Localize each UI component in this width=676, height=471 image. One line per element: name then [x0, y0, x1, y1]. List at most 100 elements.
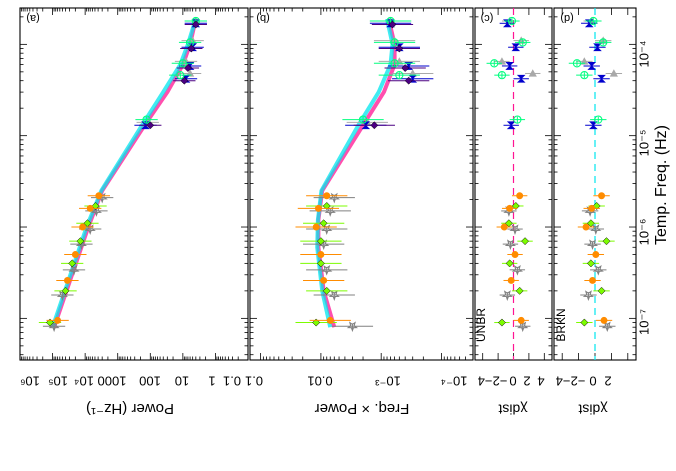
data-point [316, 237, 325, 246]
data-point [319, 219, 328, 228]
data-point [513, 115, 522, 124]
data-point [509, 224, 521, 236]
data-point [346, 321, 359, 333]
data-point [146, 121, 155, 130]
x-tick-label: 10⁻⁶ [636, 219, 651, 246]
y-tick-label: 2 [523, 374, 530, 389]
y-axis-title-chi-d: χdist [578, 401, 607, 417]
data-point [191, 20, 200, 29]
y-tick-label: 4 [537, 374, 544, 389]
data-point [500, 223, 508, 231]
data-point [404, 76, 413, 85]
data-point [370, 121, 379, 130]
data-point [314, 204, 322, 212]
model-label-unbr: UNBR [474, 308, 488, 342]
x-tick-label: 10⁻⁷ [636, 309, 651, 335]
data-point [572, 59, 582, 68]
data-point [490, 59, 499, 68]
y-axis-title-chi-c: χdist [498, 401, 527, 417]
data-point [79, 223, 87, 231]
data-point [515, 286, 524, 295]
data-point [388, 20, 397, 29]
model-line [50, 18, 198, 328]
series-group [135, 16, 207, 124]
data-point [142, 115, 151, 124]
data-point [61, 286, 70, 295]
series-group [46, 192, 110, 324]
data-point [586, 259, 595, 268]
data-point [68, 265, 80, 276]
data-point [71, 251, 79, 258]
data-point [589, 16, 598, 26]
data-point [511, 251, 519, 258]
rotated-figure [19, 7, 637, 361]
series-group [295, 202, 348, 327]
series-group [568, 16, 612, 124]
series-group [134, 19, 207, 130]
data-point [326, 316, 334, 324]
data-point [321, 265, 333, 276]
panel-frame [19, 7, 249, 361]
series-group [303, 192, 374, 333]
series-group [499, 19, 529, 130]
data-point [580, 70, 589, 80]
data-point [322, 202, 331, 210]
data-point [597, 74, 606, 83]
data-point [580, 318, 589, 327]
series-group [295, 192, 351, 324]
data-point [401, 64, 410, 73]
data-point [600, 316, 608, 324]
data-point [609, 69, 618, 77]
series-group [577, 192, 613, 324]
y-tick-label: 0.1 [245, 374, 263, 389]
data-point [516, 74, 526, 83]
data-point [601, 321, 613, 333]
series-group [499, 206, 531, 333]
data-point [56, 290, 69, 302]
data-point [63, 276, 71, 284]
data-point [183, 64, 192, 73]
data-point [589, 276, 596, 284]
x-axis-title: Temp. Freq. (Hz) [653, 125, 670, 245]
panel-label: (b) [256, 12, 269, 24]
y-tick-label: 10⁻⁴ [441, 374, 468, 389]
panel-a [19, 7, 249, 361]
data-point [180, 76, 189, 85]
model-label-brkn: BRKN [554, 308, 568, 341]
data-point [48, 321, 60, 333]
series-group [580, 206, 616, 333]
data-point [505, 259, 514, 268]
data-point [323, 192, 331, 200]
data-point [516, 192, 524, 200]
y-axis-title-power: Power (Hz⁻¹) [86, 400, 174, 417]
y-tick-label: −2 [493, 374, 508, 389]
data-point [504, 239, 517, 250]
data-point [505, 62, 514, 70]
series-group [581, 19, 610, 130]
data-point [395, 44, 404, 53]
data-point [390, 38, 399, 47]
model-line [315, 18, 395, 328]
x-tick-label: 10⁻⁴ [636, 41, 651, 68]
data-point [76, 237, 85, 246]
panel-label: (c) [481, 12, 494, 24]
data-point [598, 192, 606, 200]
data-point [589, 121, 598, 130]
panel-c [474, 7, 553, 361]
panel-b [249, 7, 474, 361]
y-axis-title-freq-power: Freq. × Power [315, 400, 410, 417]
y-tick-label: −2 [571, 374, 586, 389]
data-point [507, 276, 515, 284]
series-group [353, 20, 430, 130]
data-point [328, 290, 340, 302]
y-tick-label: 1 [208, 374, 215, 389]
data-point [312, 223, 320, 231]
series-group [139, 20, 207, 130]
data-point [597, 286, 606, 295]
panel-frame [249, 7, 474, 361]
data-point [586, 219, 595, 228]
series-group [136, 16, 207, 126]
data-point [187, 44, 196, 53]
data-point [592, 251, 600, 258]
